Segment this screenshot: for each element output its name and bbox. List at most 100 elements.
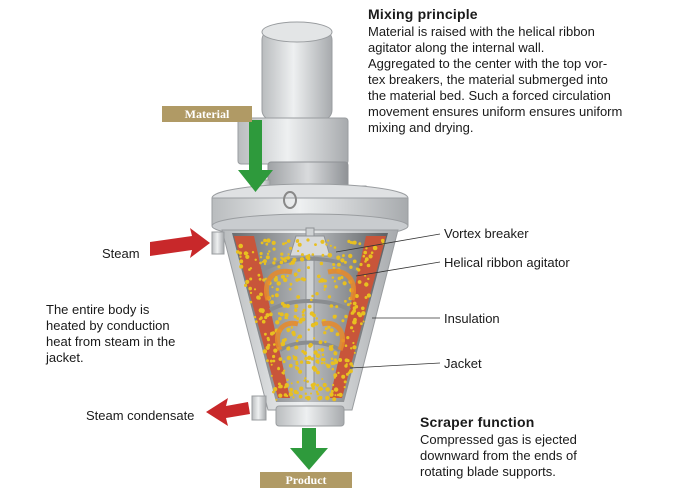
- text-line: agitator along the internal wall.: [368, 40, 545, 55]
- material-particle: [370, 251, 374, 254]
- material-particle: [300, 257, 303, 260]
- material-particle: [258, 308, 264, 313]
- material-particle: [272, 390, 275, 394]
- material-particle: [297, 249, 300, 253]
- material-particle: [324, 340, 327, 344]
- material-particle: [344, 314, 348, 319]
- material-particle: [259, 292, 263, 297]
- insulation-label: Insulation: [444, 311, 500, 326]
- material-particle: [321, 253, 325, 257]
- material-particle: [357, 268, 361, 272]
- material-particles: [235, 238, 385, 402]
- material-particle: [337, 276, 342, 281]
- material-particle: [257, 273, 261, 277]
- material-particle: [333, 362, 336, 365]
- material-particle: [294, 308, 298, 312]
- vortex-breaker-label: Vortex breaker: [444, 226, 529, 241]
- material-particle: [293, 315, 297, 319]
- material-particle: [248, 268, 251, 271]
- material-particle: [325, 387, 330, 392]
- material-particle: [307, 328, 310, 331]
- material-particle: [290, 260, 295, 265]
- text-line: heat from steam in the: [46, 334, 176, 349]
- material-particle: [310, 357, 315, 361]
- material-particle: [282, 360, 286, 364]
- material-particle: [293, 356, 298, 361]
- material-particle: [287, 253, 290, 256]
- material-particle: [274, 276, 278, 279]
- material-particle: [327, 325, 331, 329]
- text-line: tex breakers, the material submerged int…: [368, 72, 608, 87]
- material-particle: [279, 260, 284, 265]
- material-particle: [260, 241, 264, 245]
- material-particle: [286, 378, 289, 381]
- material-particle: [331, 276, 334, 279]
- material-particle: [350, 347, 353, 350]
- material-particle: [310, 383, 315, 388]
- material-particle: [285, 385, 289, 388]
- material-inflow-arrow: [238, 120, 273, 192]
- material-particle: [244, 283, 248, 287]
- material-particle: [323, 284, 327, 289]
- material-particle: [297, 278, 301, 281]
- material-particle: [266, 359, 269, 363]
- material-particle: [372, 245, 378, 251]
- material-particle: [282, 242, 285, 246]
- material-particle: [271, 240, 276, 245]
- material-particle: [268, 250, 271, 253]
- material-particle: [306, 380, 310, 383]
- material-particle: [265, 345, 270, 350]
- material-particle: [334, 394, 337, 397]
- material-particle: [344, 344, 348, 348]
- material-particle: [297, 336, 300, 339]
- material-particle: [266, 252, 270, 255]
- material-particle: [278, 393, 283, 398]
- material-particle: [259, 256, 263, 259]
- material-particle: [288, 287, 292, 291]
- mixing-principle-heading: Mixing principle: [368, 6, 478, 22]
- material-particle: [265, 242, 269, 246]
- material-particle: [294, 345, 299, 350]
- material-particle: [263, 262, 267, 266]
- material-particle: [361, 306, 365, 311]
- material-particle: [332, 263, 336, 266]
- material-particle: [321, 353, 325, 357]
- material-particle: [249, 277, 253, 281]
- material-particle: [329, 244, 332, 247]
- material-particle: [352, 259, 357, 264]
- material-particle: [332, 314, 337, 319]
- material-particle: [341, 374, 346, 379]
- material-particle: [299, 386, 304, 391]
- material-particle: [249, 291, 253, 294]
- material-particle: [263, 349, 267, 353]
- material-particle: [284, 313, 289, 318]
- material-particle: [366, 293, 371, 298]
- material-particle: [336, 255, 341, 260]
- material-particle: [296, 380, 300, 384]
- material-particle: [306, 396, 309, 398]
- material-particle: [340, 258, 345, 263]
- material-particle: [284, 241, 288, 245]
- material-particle: [294, 304, 299, 309]
- material-particle: [302, 308, 306, 312]
- material-particle: [281, 338, 286, 343]
- material-particle: [367, 277, 370, 281]
- material-particle: [345, 363, 348, 366]
- text-line: mixing and drying.: [368, 120, 474, 135]
- material-particle: [303, 379, 306, 382]
- material-particle: [338, 392, 343, 397]
- material-particle: [359, 313, 363, 317]
- material-particle: [343, 380, 347, 384]
- material-particle: [366, 263, 371, 268]
- material-particle: [320, 362, 324, 365]
- material-particle: [352, 345, 357, 350]
- material-particle: [272, 247, 276, 251]
- material-particle: [354, 294, 359, 298]
- material-particle: [334, 285, 338, 289]
- material-particle: [280, 256, 283, 259]
- material-particle: [368, 254, 373, 259]
- material-particle: [325, 395, 330, 401]
- material-particle: [269, 359, 273, 363]
- material-particle: [285, 303, 290, 309]
- material-particle: [273, 387, 278, 392]
